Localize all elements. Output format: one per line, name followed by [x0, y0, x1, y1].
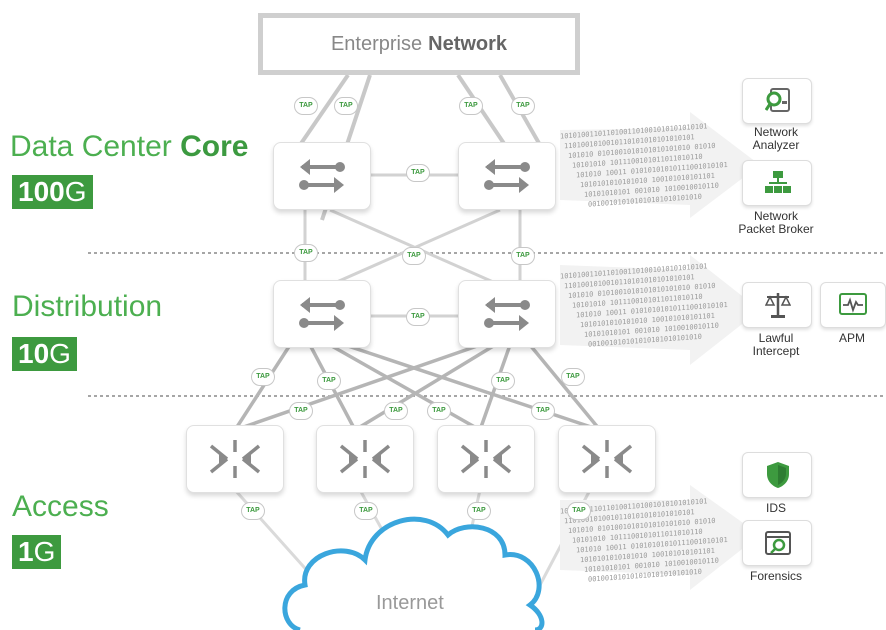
tap-badge: TAP — [567, 502, 591, 520]
speed-access-unit: G — [33, 536, 56, 567]
tap-arrow-distribution — [560, 255, 760, 365]
enterprise-network-box: Enterprise Network — [258, 13, 580, 75]
hierarchy-icon — [765, 171, 791, 193]
forensics-label: Forensics — [749, 569, 802, 583]
tap-badge: TAP — [251, 368, 275, 386]
ids-tile — [742, 452, 812, 498]
enterprise-label-light: Enterprise — [330, 32, 423, 55]
speed-dist-num: 10 — [18, 338, 50, 369]
tap-badge: TAP — [294, 97, 318, 115]
speed-badge-access: 1G — [12, 535, 62, 569]
router-arrows-icon — [581, 440, 633, 478]
tier-core-bold: Core — [180, 130, 249, 163]
speed-access-num: 1 — [18, 536, 34, 567]
speed-badge-core: 100G — [12, 175, 93, 209]
magnifier-icon — [765, 88, 790, 112]
tap-badge: TAP — [511, 97, 535, 115]
distribution-switch-left — [273, 280, 371, 348]
tap-badge: TAP — [467, 502, 491, 520]
router-arrows-icon — [460, 440, 512, 478]
speed-core-num: 100 — [18, 176, 65, 207]
switch-arrows-icon — [484, 159, 530, 193]
access-router-1 — [186, 425, 284, 493]
switch-arrows-icon — [484, 297, 530, 331]
lawful-intercept-label: Lawful Intercept — [742, 332, 810, 358]
access-router-3 — [437, 425, 535, 493]
forensics-icon — [765, 531, 791, 555]
tool-label-line1: Network — [753, 209, 798, 223]
tap-badge: TAP — [459, 97, 483, 115]
router-arrows-icon — [209, 440, 261, 478]
packet-broker-tile — [742, 160, 812, 206]
tier-title-access: Access — [12, 490, 109, 524]
network-analyzer-tile — [742, 78, 812, 124]
lawful-intercept-tile — [742, 282, 812, 328]
access-router-2 — [316, 425, 414, 493]
tool-label-line1: Network — [753, 125, 798, 139]
enterprise-label-bold: Network — [428, 32, 508, 55]
tier-title-distribution: Distribution — [12, 290, 162, 324]
switch-arrows-icon — [299, 297, 345, 331]
speed-badge-distribution: 10G — [12, 337, 77, 371]
tap-badge: TAP — [294, 244, 318, 262]
network-analyzer-label: Network Analyzer — [742, 126, 810, 152]
tool-label-line2: Intercept — [752, 344, 800, 358]
tap-badge: TAP — [384, 402, 408, 420]
apm-tile — [820, 282, 886, 328]
ids-label: IDS — [765, 501, 786, 515]
packet-broker-label: Network Packet Broker — [732, 210, 820, 236]
tap-badge: TAP — [406, 308, 430, 326]
tool-label-line1: Lawful — [758, 331, 794, 345]
router-arrows-icon — [339, 440, 391, 478]
tap-badge: TAP — [491, 372, 515, 390]
tap-badge: TAP — [531, 402, 555, 420]
tap-badge: TAP — [511, 247, 535, 265]
access-router-4 — [558, 425, 656, 493]
tap-arrow-access — [560, 485, 760, 590]
tap-badge: TAP — [561, 368, 585, 386]
tier-access-name: Access — [12, 490, 109, 523]
tier-core-name: Data Center — [10, 130, 181, 163]
speed-dist-unit: G — [49, 338, 71, 369]
apm-label: APM — [838, 331, 865, 345]
pulse-monitor-icon — [839, 293, 867, 315]
tool-label-line2: Analyzer — [752, 138, 800, 152]
core-switch-right — [458, 142, 556, 210]
speed-core-unit: G — [64, 176, 87, 207]
switch-arrows-icon — [299, 159, 345, 193]
tap-badge: TAP — [317, 372, 341, 390]
tap-badge: TAP — [334, 97, 358, 115]
tier-title-core: Data Center Core — [10, 130, 248, 164]
tap-badge: TAP — [289, 402, 313, 420]
core-switch-left — [273, 142, 371, 210]
shield-icon — [767, 462, 789, 488]
distribution-switch-right — [458, 280, 556, 348]
tap-badge: TAP — [427, 402, 451, 420]
tap-arrow-core — [560, 112, 760, 218]
internet-label: Internet — [376, 592, 444, 614]
forensics-tile — [742, 520, 812, 566]
tap-badge: TAP — [406, 164, 430, 182]
tap-badge: TAP — [402, 247, 426, 265]
tier-dist-name: Distribution — [12, 290, 163, 323]
internet-cloud — [282, 516, 545, 630]
tap-badge: TAP — [241, 502, 265, 520]
tap-badge: TAP — [354, 502, 378, 520]
tool-label-line2: Packet Broker — [738, 222, 814, 236]
scales-icon — [765, 293, 791, 318]
